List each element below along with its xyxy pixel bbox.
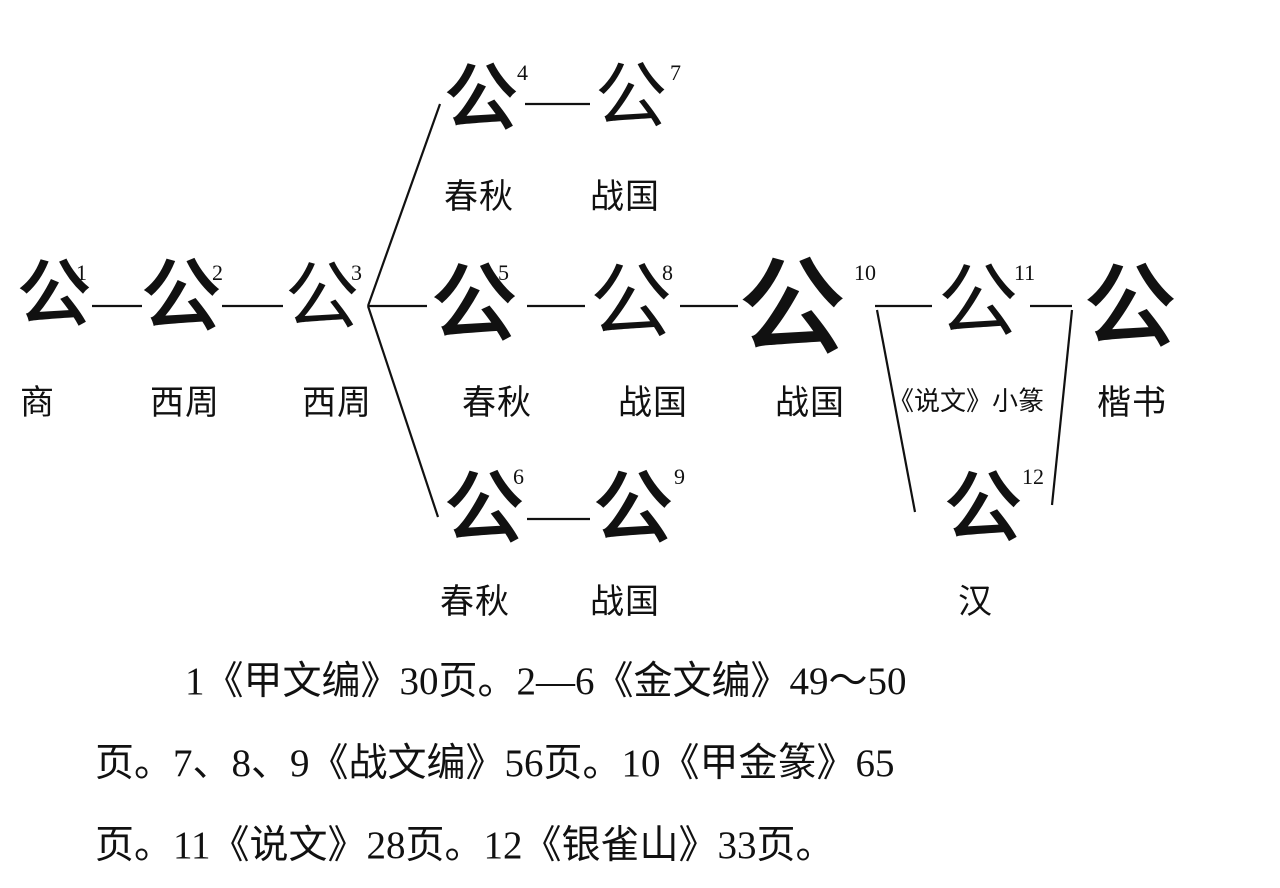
- glyph-1: 公: [18, 251, 91, 336]
- period-label-5: 春秋: [462, 383, 532, 423]
- period-label-10: 战国: [775, 383, 845, 423]
- node-number-2: 2: [212, 260, 223, 285]
- period-label-1: 商: [20, 383, 55, 423]
- source-note-line-3: 页。11《说文》28页。12《银雀山》33页。: [95, 824, 835, 867]
- glyph-9: 公: [594, 463, 673, 554]
- glyph-12: 公: [945, 463, 1021, 552]
- connector-11-12: [1050, 309, 1074, 506]
- node-number-4: 4: [517, 60, 528, 85]
- node-number-5: 5: [498, 260, 509, 285]
- source-note-line-1: 1《甲文编》30页。2—6《金文编》49～50: [185, 660, 907, 703]
- connector-10-12: [875, 309, 917, 513]
- glyph-7: 公: [595, 54, 668, 138]
- source-note-line-2: 页。7、8、9《战文编》56页。10《甲金篆》65: [95, 742, 895, 785]
- node-number-6: 6: [513, 464, 524, 489]
- node-number-11: 11: [1014, 260, 1036, 285]
- node-number-12: 12: [1022, 464, 1044, 489]
- glyph-10: 公: [740, 246, 845, 369]
- node-number-8: 8: [662, 260, 673, 285]
- node-number-7: 7: [670, 60, 681, 85]
- glyph-2: 公: [142, 251, 221, 342]
- node-number-10: 10: [854, 260, 876, 285]
- glyph-5: 公: [432, 254, 517, 353]
- period-label-9: 战国: [590, 582, 660, 622]
- glyph-8: 公: [590, 255, 673, 350]
- node-number-3: 3: [351, 260, 362, 285]
- glyph-6: 公: [445, 463, 524, 554]
- glyph-13: 公: [1085, 254, 1175, 360]
- period-label-13: 楷书: [1097, 383, 1167, 423]
- period-label-7: 战国: [590, 177, 660, 217]
- node-number-9: 9: [674, 464, 685, 489]
- glyph-4: 公: [445, 55, 518, 140]
- period-label-3: 西周: [302, 383, 372, 423]
- node-number-1: 1: [76, 260, 87, 285]
- period-label-2: 西周: [150, 383, 220, 423]
- period-label-11: 《说文》小篆: [888, 387, 1045, 417]
- connector-3-6: [366, 305, 440, 518]
- period-label-8: 战国: [618, 383, 688, 423]
- glyph-3: 公: [285, 254, 359, 340]
- period-label-4: 春秋: [444, 177, 514, 217]
- glyph-11: 公: [938, 255, 1018, 348]
- period-label-6: 春秋: [440, 582, 510, 622]
- connector-3-4: [366, 103, 442, 307]
- period-label-12: 汉: [958, 582, 993, 622]
